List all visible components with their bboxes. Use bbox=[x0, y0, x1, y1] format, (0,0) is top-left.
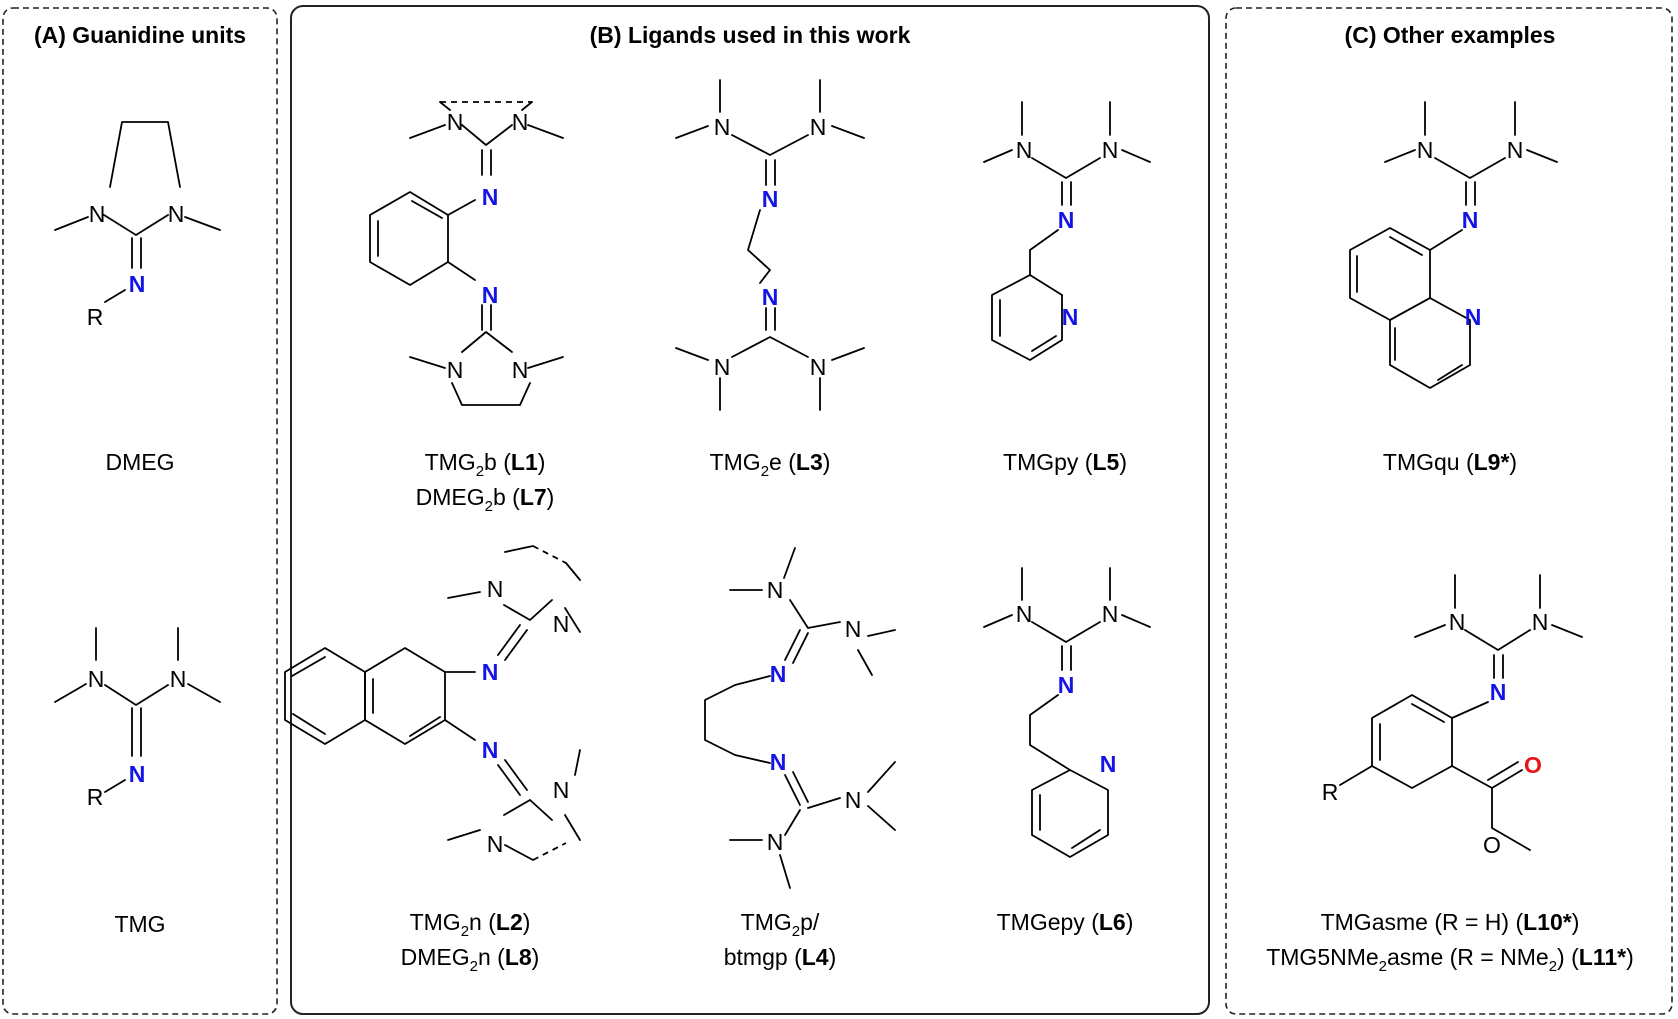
n-imine-atom: N bbox=[762, 186, 779, 212]
n-atom: N bbox=[1449, 609, 1466, 635]
o-carbonyl-atom: O bbox=[1524, 752, 1542, 778]
n-atom: N bbox=[512, 109, 529, 135]
ligand-l6-structure: N N N N bbox=[983, 567, 1151, 858]
panel-b-title: (B) Ligands used in this work bbox=[590, 22, 911, 48]
n-atom: N bbox=[1102, 137, 1119, 163]
n-atom: N bbox=[767, 577, 784, 603]
n-atom: N bbox=[1417, 137, 1434, 163]
ligand-l6-caption: TMGepy (L6) bbox=[997, 909, 1134, 935]
n-imine-atom: N bbox=[762, 284, 779, 310]
n-atom: N bbox=[170, 666, 187, 692]
ligand-l2-l8-structure: N N N N N N bbox=[284, 545, 581, 861]
panel-c-frame bbox=[1225, 7, 1673, 1015]
ligand-l3-caption: TMG2e (L3) bbox=[710, 449, 831, 480]
n-atom: N bbox=[168, 201, 185, 227]
ligand-l1-l7-structure: N N N N N N bbox=[369, 101, 564, 406]
ligand-l4-caption-line2: btmgp (L4) bbox=[724, 944, 837, 970]
n-atom: N bbox=[845, 787, 862, 813]
r-substituent: R bbox=[1322, 779, 1339, 805]
n-atom: N bbox=[1016, 601, 1033, 627]
n-atom: N bbox=[553, 777, 570, 803]
ligand-l5-caption: TMGpy (L5) bbox=[1003, 449, 1127, 475]
n-atom: N bbox=[1532, 609, 1549, 635]
ligand-l11-caption: TMG5NMe2asme (R = NMe2) (L11*) bbox=[1266, 944, 1634, 975]
n-atom: N bbox=[89, 201, 106, 227]
n-atom: N bbox=[1102, 601, 1119, 627]
n-imine-atom: N bbox=[1058, 672, 1075, 698]
n-atom: N bbox=[88, 666, 105, 692]
tmg-unit-structure: N N N R bbox=[54, 627, 221, 810]
ligand-l2-caption: TMG2n (L2) bbox=[410, 909, 531, 940]
n-atom: N bbox=[767, 829, 784, 855]
n-imine-atom: N bbox=[770, 661, 787, 687]
ligand-l1-caption: TMG2b (L1) bbox=[425, 449, 546, 480]
n-imine-atom: N bbox=[482, 184, 499, 210]
n-imine-atom: N bbox=[482, 659, 499, 685]
ligand-l9-caption: TMGqu (L9*) bbox=[1383, 449, 1517, 475]
n-atom: N bbox=[447, 357, 464, 383]
tmg-label: TMG bbox=[114, 911, 165, 937]
panel-a-frame bbox=[2, 7, 278, 1015]
n-imine-atom: N bbox=[129, 761, 146, 787]
n-pyridine-atom: N bbox=[1062, 304, 1079, 330]
n-imine-atom: N bbox=[482, 737, 499, 763]
n-atom: N bbox=[714, 114, 731, 140]
n-atom: N bbox=[845, 616, 862, 642]
n-imine-atom: N bbox=[129, 271, 146, 297]
r-substituent: R bbox=[87, 784, 104, 810]
ligand-l10-caption: TMGasme (R = H) (L10*) bbox=[1321, 909, 1580, 935]
n-atom: N bbox=[1507, 137, 1524, 163]
ligand-l3-structure: N N N N N N bbox=[675, 79, 865, 411]
n-atom: N bbox=[714, 354, 731, 380]
n-imine-atom: N bbox=[482, 282, 499, 308]
ligand-l7-caption: DMEG2b (L7) bbox=[416, 484, 555, 515]
n-atom: N bbox=[553, 611, 570, 637]
n-atom: N bbox=[447, 109, 464, 135]
ligand-l4-caption-line1: TMG2p/ bbox=[741, 909, 820, 940]
n-atom: N bbox=[487, 831, 504, 857]
n-imine-atom: N bbox=[1462, 207, 1479, 233]
o-ester-atom: O bbox=[1483, 832, 1501, 858]
n-imine-atom: N bbox=[770, 749, 787, 775]
n-quinoline-atom: N bbox=[1465, 304, 1482, 330]
ligand-l9-structure: N N N N bbox=[1349, 101, 1558, 389]
n-atom: N bbox=[487, 576, 504, 602]
r-substituent: R bbox=[87, 304, 104, 330]
panel-c-title: (C) Other examples bbox=[1345, 22, 1556, 48]
n-pyridine-atom: N bbox=[1100, 751, 1117, 777]
n-atom: N bbox=[810, 354, 827, 380]
ligand-l8-caption: DMEG2n (L8) bbox=[401, 944, 540, 975]
n-atom: N bbox=[512, 357, 529, 383]
n-atom: N bbox=[1016, 137, 1033, 163]
panel-b-frame bbox=[290, 5, 1210, 1015]
panel-a-title: (A) Guanidine units bbox=[34, 22, 246, 48]
ligand-l5-structure: N N N N bbox=[983, 101, 1151, 361]
ligand-l4-structure: N N N N N N bbox=[704, 547, 896, 889]
n-atom: N bbox=[810, 114, 827, 140]
dmeg-label: DMEG bbox=[106, 449, 175, 475]
dmeg-unit-structure: N N N R bbox=[54, 121, 221, 330]
ligand-l10-l11-structure: N N N O O R bbox=[1322, 574, 1583, 858]
n-imine-atom: N bbox=[1058, 207, 1075, 233]
n-imine-atom: N bbox=[1490, 679, 1507, 705]
